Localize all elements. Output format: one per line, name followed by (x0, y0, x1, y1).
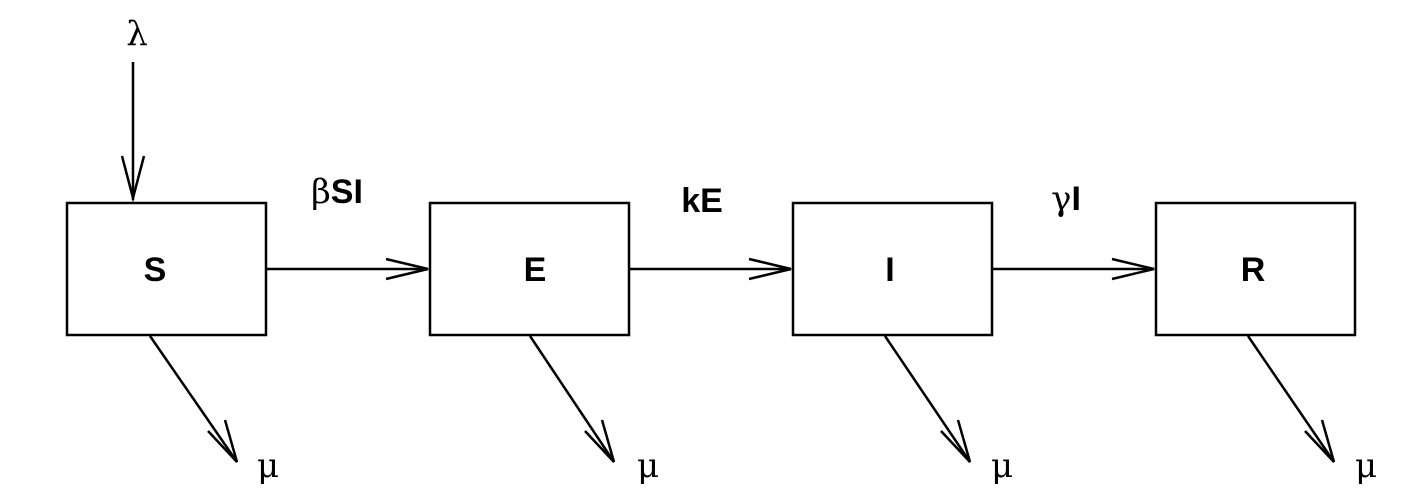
inflow-label: λ (126, 14, 148, 54)
node-label-s: S (144, 251, 167, 289)
transition-label-i-r: γI (1051, 179, 1081, 219)
node-box-i (791, 201, 994, 337)
outflow-arrow-s (148, 335, 239, 463)
node-box-r (1154, 201, 1357, 337)
outflow-label-s: μ (257, 446, 279, 486)
node-label-i: I (885, 251, 894, 289)
outflow-arrow-r (1246, 335, 1336, 463)
outflow-label-i: μ (991, 446, 1013, 486)
node-label-e: E (524, 251, 547, 289)
transition-label-s-e: βSI (311, 172, 363, 212)
transition-arrowhead-e-i (748, 257, 792, 281)
transition-label-e-i: kE (681, 182, 723, 220)
outflow-arrowhead-e (584, 419, 616, 463)
outflow-arrow-e (528, 335, 616, 463)
outflow-label-r: μ (1355, 446, 1377, 486)
node-box-e (428, 201, 631, 337)
transition-arrowhead-i-r (1111, 257, 1155, 281)
node-label-r: R (1241, 251, 1266, 289)
inflow-arrowhead (120, 155, 146, 203)
outflow-arrowhead-i (940, 419, 972, 463)
outflow-arrowhead-s (207, 419, 239, 463)
transition-arrowhead-s-e (385, 257, 429, 281)
outflow-arrow-i (883, 335, 972, 463)
node-box-s (65, 201, 268, 337)
outflow-label-e: μ (637, 446, 659, 486)
outflow-arrowhead-r (1304, 419, 1336, 463)
